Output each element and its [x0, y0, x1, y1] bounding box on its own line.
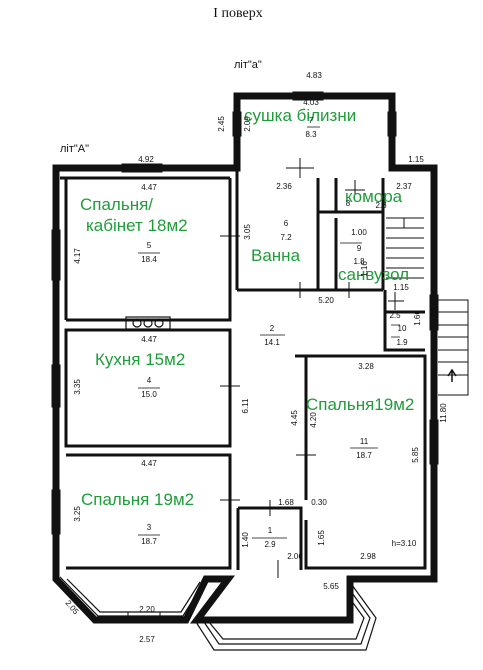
- room-number: 11: [360, 437, 369, 446]
- dimension-label: 1.15: [408, 155, 424, 164]
- room-label-bedroom-study-line1: Спальня/: [80, 195, 153, 214]
- dimension-label: 1.16: [360, 261, 369, 277]
- room-numbers: 7 8.3 6 7.2 8 2.6 9 1.8 5 18.4 2 14.1 4 …: [141, 116, 408, 549]
- letter-a-small: літ"а": [234, 59, 262, 71]
- dimension-label: 3.28: [358, 362, 374, 371]
- dimension-label: 4.03: [303, 98, 319, 107]
- door-marks: [220, 158, 404, 578]
- room-number: 2: [270, 324, 275, 333]
- room-area: 2.5: [389, 311, 401, 320]
- room-area: 18.4: [141, 255, 157, 264]
- room-number: I: [394, 298, 396, 307]
- interior-walls: [60, 168, 427, 570]
- dimension-label: 2.06: [287, 552, 303, 561]
- dimension-label: 4.47: [141, 335, 157, 344]
- room-label-pantry: комора: [345, 187, 403, 206]
- stove: [125, 316, 171, 330]
- dimension-label: 3.35: [73, 379, 82, 395]
- dimension-label: 6.11: [241, 398, 250, 414]
- dimension-label: 5.65: [323, 582, 339, 591]
- dimension-label: 5.20: [318, 296, 334, 305]
- dimension-label: 11.80: [439, 403, 448, 423]
- room-label-wc: санвузол: [338, 265, 409, 284]
- room-label-bedroom-right: Спальня19м2: [306, 395, 414, 414]
- letter-a-big: літ"А": [60, 143, 89, 155]
- dimension-label: 1.65: [317, 530, 326, 546]
- page-title: I поверх: [213, 6, 262, 21]
- dimension-label: 0.30: [311, 498, 327, 507]
- room-label-bath: Ванна: [251, 246, 301, 265]
- dimension-label: 5.85: [411, 447, 420, 463]
- room-area: 18.7: [356, 451, 372, 460]
- room-number: 7: [309, 116, 314, 125]
- dimension-label: 4.20: [309, 412, 318, 428]
- dimension-label: 2.20: [139, 605, 155, 614]
- room-area: 15.0: [141, 390, 157, 399]
- dimension-label: 4.17: [73, 248, 82, 264]
- room-area: 1.8: [353, 257, 365, 266]
- veranda: [195, 584, 377, 651]
- room-area: 1.9: [396, 338, 408, 347]
- dimension-label: 2.98: [360, 552, 376, 561]
- room-area: 14.1: [264, 338, 280, 347]
- room-number: 10: [398, 324, 407, 333]
- room-area: 8.3: [305, 130, 317, 139]
- dimension-label: 2.37: [396, 182, 412, 191]
- dimension-label: 4.92: [138, 155, 154, 164]
- windows: [51, 91, 439, 621]
- room-number: 5: [147, 241, 152, 250]
- dimension-label: 1.40: [241, 532, 250, 548]
- dimension-label: 4.47: [141, 183, 157, 192]
- room-label-bedroom-study-line2: кабінет 18м2: [86, 216, 188, 235]
- dimension-label: 3.05: [243, 224, 252, 240]
- room-area: 2.9: [264, 540, 276, 549]
- dimension-label: 2.09: [243, 116, 252, 132]
- dimension-label: 2.36: [276, 182, 292, 191]
- room-area: 2.6: [375, 201, 387, 210]
- dimension-label: 1.68: [278, 498, 294, 507]
- room-label-kitchen: Кухня 15м2: [95, 350, 185, 369]
- room-number: 3: [147, 523, 152, 532]
- dimension-label: 1.15: [393, 283, 409, 292]
- outer-wall: [52, 92, 438, 624]
- room-number: 1: [268, 526, 273, 535]
- dimension-label: 3.25: [73, 506, 82, 522]
- ceiling-height-label: h=3.10: [392, 539, 417, 548]
- entrance-arrow-icon: [447, 368, 457, 382]
- room-number: 4: [147, 376, 152, 385]
- room-label-bedroom-left: Спальня 19м2: [81, 490, 194, 509]
- dimension-label: 2.57: [139, 635, 155, 644]
- room-label-drying: сушка білизни: [244, 106, 356, 125]
- room-area: 7.2: [280, 233, 292, 242]
- dimension-label: 4.47: [141, 459, 157, 468]
- side-steps: [438, 299, 469, 396]
- room-separator-marks: [138, 126, 400, 539]
- dimension-label: 1.66: [413, 310, 422, 326]
- dimension-label: 2.45: [217, 116, 226, 132]
- dimensions: 4.83 4.03 2.45 2.09 4.92 1.15 4.47 2.36 …: [63, 71, 448, 644]
- room-area: 18.7: [141, 537, 157, 546]
- stairs: [386, 217, 424, 279]
- dimension-label: 1.00: [351, 228, 367, 237]
- room-number: 9: [357, 244, 362, 253]
- dimension-label: 4.45: [290, 410, 299, 426]
- dimension-label: 4.83: [306, 71, 322, 80]
- room-number: 6: [284, 219, 289, 228]
- room-number: 8: [346, 199, 351, 208]
